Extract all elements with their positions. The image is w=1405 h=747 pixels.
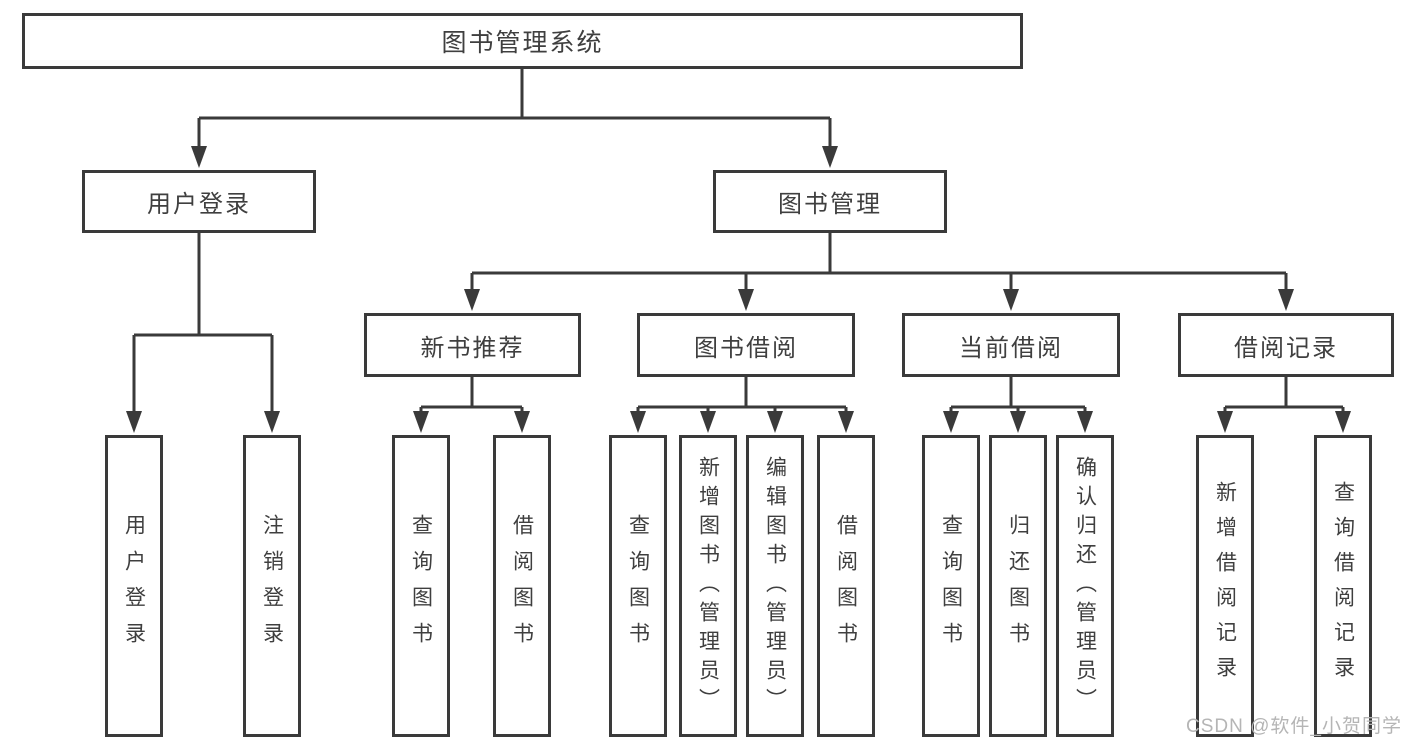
arrow-icon (822, 146, 838, 168)
leaf-edit-book-admin-label: 编辑图书（管理员） (763, 455, 787, 717)
leaf-logout: 注销登录 (243, 435, 301, 737)
connector-new-book-children (419, 377, 524, 413)
leaf-query-books-recommend-label: 查询图书 (409, 514, 433, 658)
leaf-borrow-books-borrowing-label: 借阅图书 (834, 514, 858, 658)
leaf-query-books-borrowing-label: 查询图书 (626, 514, 650, 658)
connector-root-to-level2 (197, 69, 832, 148)
node-new-book-recommendation-label: 新书推荐 (420, 334, 525, 362)
leaf-confirm-return-admin-label: 确认归还（管理员） (1073, 455, 1097, 717)
leaf-query-borrow-record: 查询借阅记录 (1314, 435, 1372, 737)
arrow-icon (738, 289, 754, 311)
leaf-borrow-books-recommend: 借阅图书 (493, 435, 551, 737)
leaf-query-books-borrowing: 查询图书 (609, 435, 667, 737)
node-new-book-recommendation: 新书推荐 (364, 313, 581, 377)
arrow-icon (464, 289, 480, 311)
arrow-icon (943, 411, 959, 433)
leaf-confirm-return-admin: 确认归还（管理员） (1056, 435, 1114, 737)
leaf-add-borrow-record-label: 新增借阅记录 (1213, 481, 1237, 691)
node-root-label: 图书管理系统 (441, 29, 604, 57)
arrow-icon (630, 411, 646, 433)
node-current-borrowing-label: 当前借阅 (959, 334, 1063, 362)
leaf-edit-book-admin: 编辑图书（管理员） (746, 435, 804, 737)
connector-borrowing-records-children (1223, 377, 1345, 413)
leaf-add-book-admin: 新增图书（管理员） (679, 435, 737, 737)
leaf-query-books-current: 查询图书 (922, 435, 980, 737)
connector-user-login-children (132, 233, 274, 413)
connector-book-management-children (470, 233, 1288, 291)
arrow-icon (1010, 411, 1026, 433)
leaf-query-books-recommend: 查询图书 (392, 435, 450, 737)
node-book-borrowing: 图书借阅 (637, 313, 855, 377)
arrow-icon (767, 411, 783, 433)
node-root: 图书管理系统 (22, 13, 1023, 69)
node-user-login-label: 用户登录 (147, 191, 251, 218)
leaf-add-book-admin-label: 新增图书（管理员） (696, 455, 720, 717)
connector-current-borrowing-children (949, 377, 1087, 413)
arrowheads (126, 146, 1351, 433)
node-borrowing-records: 借阅记录 (1178, 313, 1394, 377)
node-borrowing-records-label: 借阅记录 (1234, 334, 1338, 362)
arrow-icon (838, 411, 854, 433)
arrow-icon (413, 411, 429, 433)
connector-book-borrowing-children (636, 377, 848, 413)
node-user-login: 用户登录 (82, 170, 316, 233)
leaf-user-login: 用户登录 (105, 435, 163, 737)
arrow-icon (700, 411, 716, 433)
arrow-icon (1003, 289, 1019, 311)
leaf-return-book-label: 归还图书 (1006, 514, 1030, 658)
arrow-icon (1077, 411, 1093, 433)
arrow-icon (1278, 289, 1294, 311)
node-book-borrowing-label: 图书借阅 (694, 334, 798, 362)
leaf-borrow-books-borrowing: 借阅图书 (817, 435, 875, 737)
watermark: CSDN @软件_小贺同学 (1186, 716, 1402, 737)
leaf-user-login-label: 用户登录 (122, 514, 146, 658)
arrow-icon (191, 146, 207, 168)
leaf-return-book: 归还图书 (989, 435, 1047, 737)
leaf-logout-label: 注销登录 (260, 514, 284, 658)
node-current-borrowing: 当前借阅 (902, 313, 1120, 377)
leaf-query-books-current-label: 查询图书 (939, 514, 963, 658)
leaf-add-borrow-record: 新增借阅记录 (1196, 435, 1254, 737)
node-book-management-label: 图书管理 (778, 191, 882, 218)
arrow-icon (1217, 411, 1233, 433)
leaf-query-borrow-record-label: 查询借阅记录 (1331, 481, 1355, 691)
leaf-borrow-books-recommend-label: 借阅图书 (510, 514, 534, 658)
node-book-management: 图书管理 (713, 170, 947, 233)
arrow-icon (1335, 411, 1351, 433)
arrow-icon (514, 411, 530, 433)
arrow-icon (126, 411, 142, 433)
arrow-icon (264, 411, 280, 433)
